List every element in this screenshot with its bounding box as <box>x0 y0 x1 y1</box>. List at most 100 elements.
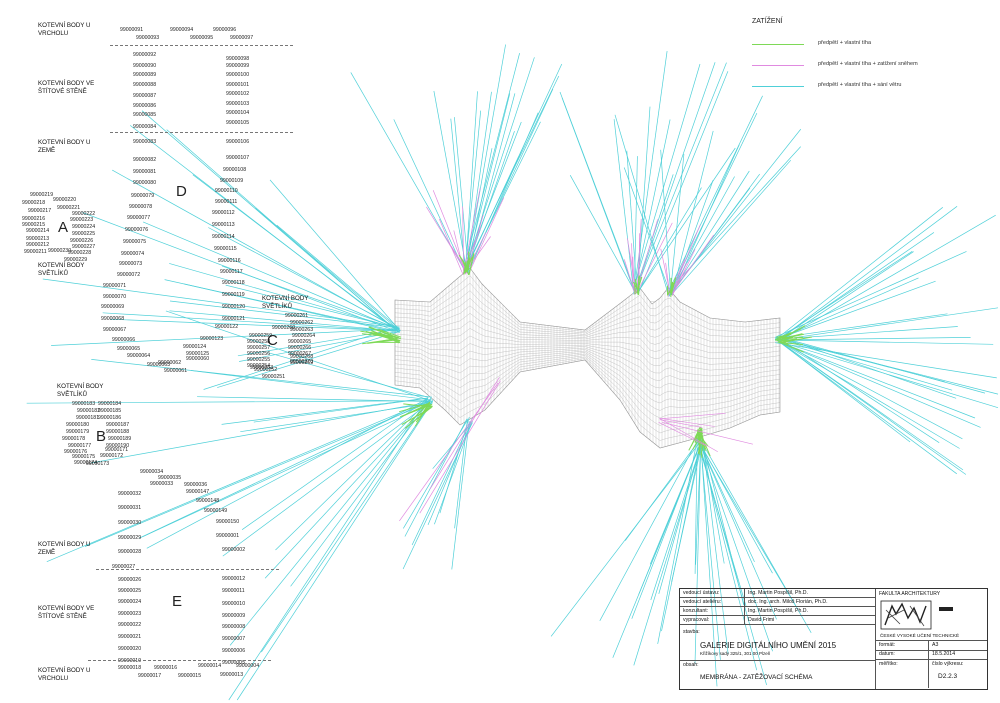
node-id-label: 99000258 <box>247 339 270 345</box>
cyan-load-line <box>434 421 473 525</box>
node-id-label: 99000229 <box>64 257 87 263</box>
green-load-line <box>404 405 433 429</box>
cyan-load-line <box>239 331 396 362</box>
cyan-load-line <box>241 398 428 530</box>
green-load-line <box>636 276 643 294</box>
cyan-load-line <box>393 119 465 270</box>
node-id-label: 99000036 <box>184 482 207 488</box>
title-key: konzultant: <box>683 608 709 614</box>
node-id-label: 99000111 <box>215 199 237 205</box>
node-id-label: 99000068 <box>101 316 124 322</box>
mesh-line <box>394 290 781 338</box>
cyan-load-line <box>700 441 718 687</box>
node-id-label: 99000091 <box>120 27 143 33</box>
cyan-load-line <box>696 439 797 608</box>
pink-load-line <box>419 380 501 514</box>
divider <box>110 132 293 133</box>
node-id-label: 99000101 <box>226 82 249 88</box>
cyan-load-line <box>253 397 429 423</box>
node-id-label: 99000035 <box>158 475 181 481</box>
cyan-load-line <box>668 176 735 296</box>
cyan-load-line <box>774 336 945 383</box>
title-value: David Frimi <box>748 617 775 623</box>
green-load-line <box>670 277 677 295</box>
green-load-line <box>369 326 402 340</box>
cyan-load-line <box>777 232 935 341</box>
project-title: GALERIE DIGITÁLNÍHO UMĚNÍ 2015 <box>700 641 837 650</box>
legend-title: ZATÍŽENÍ <box>752 18 783 25</box>
node-id-label: 99000117 <box>220 269 243 275</box>
cyan-load-line <box>261 401 432 653</box>
cyan-load-line <box>463 53 520 271</box>
cyan-load-line <box>112 169 397 329</box>
group-letter-b: B <box>96 428 107 445</box>
node-id-label: 99000119 <box>222 292 245 298</box>
pink-load-line <box>661 412 726 419</box>
node-id-label: 99000113 <box>212 222 235 228</box>
sheet-key: číslo výkresu: <box>932 661 964 667</box>
node-id-label: 99000069 <box>101 304 124 310</box>
node-id-label: 99000179 <box>66 429 89 435</box>
node-id-label: 99000090 <box>133 63 156 69</box>
node-id-label: 99000095 <box>190 35 213 41</box>
format-value: A3 <box>932 642 939 648</box>
grid-line <box>875 589 876 689</box>
node-id-label: 99000215 <box>22 222 45 228</box>
cyan-load-line <box>569 175 634 290</box>
group-letter-c: C <box>267 332 278 349</box>
node-id-label: 99000030 <box>118 520 141 526</box>
mesh-line <box>394 352 781 411</box>
cyan-load-line <box>614 114 669 295</box>
cyan-load-line <box>778 339 994 345</box>
node-id-label: 99000180 <box>66 422 89 428</box>
node-id-label: 99000185 <box>98 408 121 414</box>
node-id-label: 99000182 <box>77 408 100 414</box>
cyan-load-line <box>658 437 704 594</box>
date-row: datum: 18.5.2014 <box>876 650 987 660</box>
legend-label: předpětí + vlastní tíha + sání větru <box>818 82 902 88</box>
mesh-line <box>394 347 781 389</box>
pink-load-line <box>631 243 634 290</box>
group-letter-d: D <box>176 183 187 200</box>
cyan-load-line <box>465 91 478 271</box>
node-id-label: 99000004 <box>236 663 259 669</box>
green-load-line <box>779 336 804 340</box>
node-id-label: 99000060 <box>186 356 209 362</box>
cyan-load-line <box>164 279 399 332</box>
node-id-label: 99000177 <box>68 443 91 449</box>
node-id-label: 99000230 <box>48 248 71 254</box>
pink-load-line <box>636 218 642 293</box>
node-id-label: 99000174 <box>74 460 97 466</box>
node-id-label: 99000008 <box>222 624 245 630</box>
cyan-load-line <box>623 167 670 292</box>
divider <box>88 660 271 661</box>
cyan-load-line <box>779 336 957 399</box>
title-key: vedoucí ústavu: <box>683 590 720 596</box>
node-id-label: 99000098 <box>226 56 249 62</box>
node-id-label: 99000033 <box>150 481 173 487</box>
node-id-label: 99000079 <box>131 193 154 199</box>
node-id-label: 99000266 <box>288 345 311 351</box>
mesh-line <box>394 297 781 343</box>
node-id-label: 99000148 <box>196 498 219 504</box>
cyan-load-line <box>255 208 401 332</box>
node-id-label: 99000006 <box>222 648 245 654</box>
sheet-number: D2.2.3 <box>938 673 958 680</box>
node-id-label: 99000221 <box>57 205 80 211</box>
section-label-top-vrchol: KOTEVNÍ BODY U VRCHOLU <box>38 22 91 37</box>
green-load-line <box>697 431 701 456</box>
cyan-load-line <box>632 63 701 290</box>
cyan-load-line <box>634 174 674 293</box>
cyan-load-line <box>142 402 433 538</box>
node-id-label: 99000080 <box>133 180 156 186</box>
node-id-label: 99000074 <box>121 251 144 257</box>
cyan-load-line <box>775 326 958 340</box>
node-id-label: 99000270 <box>290 359 313 365</box>
cyan-load-line <box>264 399 432 579</box>
section-label-svetliku-c: KOTEVNÍ BODY SVĚTLÍKŮ <box>262 295 309 310</box>
node-id-label: 99000066 <box>112 337 135 343</box>
node-id-label: 99000186 <box>98 415 121 421</box>
scale-sheet-row: měřítko: číslo výkresu: D2.2.3 <box>876 640 987 688</box>
cyan-load-line <box>635 62 716 291</box>
